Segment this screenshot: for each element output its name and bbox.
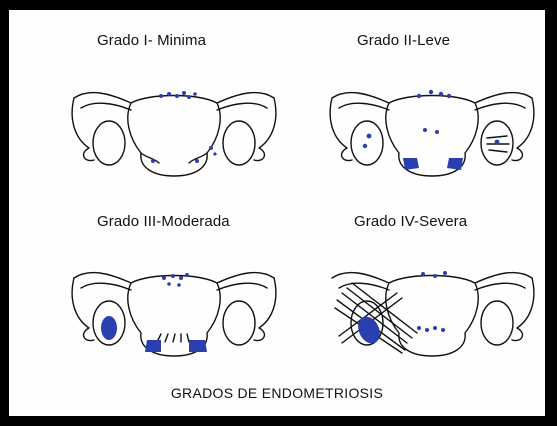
uterus-outline <box>332 273 534 356</box>
grade-2-label: Grado II-Leve <box>357 32 450 49</box>
lesions <box>354 271 447 347</box>
grade-4-label: Grado IV-Severa <box>354 213 467 230</box>
figure-caption: GRADOS DE ENDOMETRIOSIS <box>9 385 545 401</box>
grade-2-uterus-icon <box>327 58 537 188</box>
uterus-outline <box>330 93 534 176</box>
grade-3-uterus-icon <box>69 238 279 368</box>
figure-frame: Grado I- Minima Grado II-Leve Grado III-… <box>9 10 545 416</box>
grade-1-label: Grado I- Minima <box>97 32 206 49</box>
uterus-outline <box>72 93 276 176</box>
uterus-outline <box>72 273 276 356</box>
grade-4-uterus-icon <box>327 238 537 368</box>
grade-1-uterus-icon <box>69 58 279 188</box>
grade-3-label: Grado III-Moderada <box>97 213 230 230</box>
